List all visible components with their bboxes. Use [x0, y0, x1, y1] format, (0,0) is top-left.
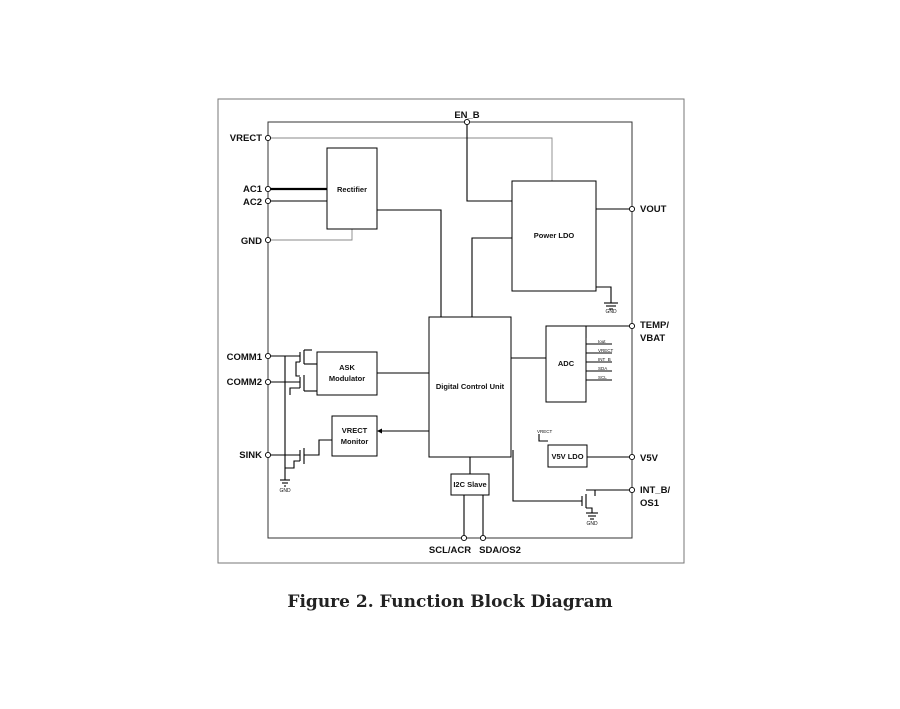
power-ldo-label: Power LDO	[534, 231, 575, 240]
pin-en-b: EN_B	[454, 110, 479, 121]
v5v-ldo-vrect-label: VRECT	[537, 429, 553, 434]
pin-comm2: COMM2	[227, 377, 262, 388]
pin-comm1: COMM1	[227, 352, 263, 363]
pin-temp-vbat-line2: VBAT	[640, 333, 665, 344]
pin-vrect: VRECT	[230, 133, 262, 144]
figure-caption: Figure 2. Function Block Diagram	[287, 592, 613, 612]
pin-labels: EN_B VRECT AC1 AC2 GND COMM1 COMM2 SINK …	[227, 110, 671, 556]
chip-boundary	[267, 121, 633, 539]
pin-scl-acr: SCL/ACR	[429, 545, 471, 556]
vrect-monitor-line1: VRECT	[342, 426, 368, 435]
adc-label: ADC	[558, 359, 575, 368]
adc-input-label: SCL	[598, 375, 607, 380]
ask-label-line2: Modulator	[329, 374, 365, 383]
pin-v5v: V5V	[640, 453, 659, 464]
adc-input-label: INT_B	[598, 357, 611, 362]
rectifier-label: Rectifier	[337, 185, 367, 194]
i2c-slave-block: I2C Slave	[450, 473, 490, 496]
pin-temp-vbat-line1: TEMP/	[640, 320, 669, 331]
v5v-ldo-block: V5V LDO	[547, 444, 588, 468]
ask-label-line1: ASK	[339, 363, 355, 372]
pin-gnd: GND	[241, 236, 262, 247]
vrect-monitor-line2: Monitor	[341, 437, 369, 446]
adc-block: ADC	[545, 325, 587, 403]
pin-connectors	[264, 118, 636, 542]
pin-ac2: AC2	[243, 197, 262, 208]
rectifier-block: Rectifier	[326, 147, 378, 230]
dcu-label: Digital Control Unit	[436, 382, 505, 391]
int-gnd-label: GND	[586, 521, 598, 527]
digital-control-unit-block: Digital Control Unit	[428, 316, 512, 458]
adc-inputs: Iout VRECT INT_B SDA SCL	[598, 339, 614, 380]
pin-ac1: AC1	[243, 184, 263, 195]
adc-input-label: SDA	[598, 366, 607, 371]
v5v-ldo-label: V5V LDO	[551, 452, 583, 461]
ask-modulator-block: ASK Modulator	[316, 351, 378, 396]
pin-int-b-line2: OS1	[640, 498, 660, 509]
pin-sink: SINK	[239, 450, 262, 461]
power-ldo-block: Power LDO	[511, 180, 597, 292]
comm-gnd-label: GND	[279, 488, 291, 494]
pin-vout: VOUT	[640, 204, 667, 215]
pin-sda-os2: SDA/OS2	[479, 545, 521, 556]
adc-input-label: Iout	[598, 339, 606, 344]
vrect-monitor-block: VRECT Monitor	[331, 415, 378, 457]
ldo-gnd-label: GND	[605, 309, 617, 315]
pin-int-b-line1: INT_B/	[640, 485, 670, 496]
adc-input-label: VRECT	[598, 348, 614, 353]
i2c-slave-label: I2C Slave	[453, 480, 486, 489]
wires	[268, 122, 632, 538]
